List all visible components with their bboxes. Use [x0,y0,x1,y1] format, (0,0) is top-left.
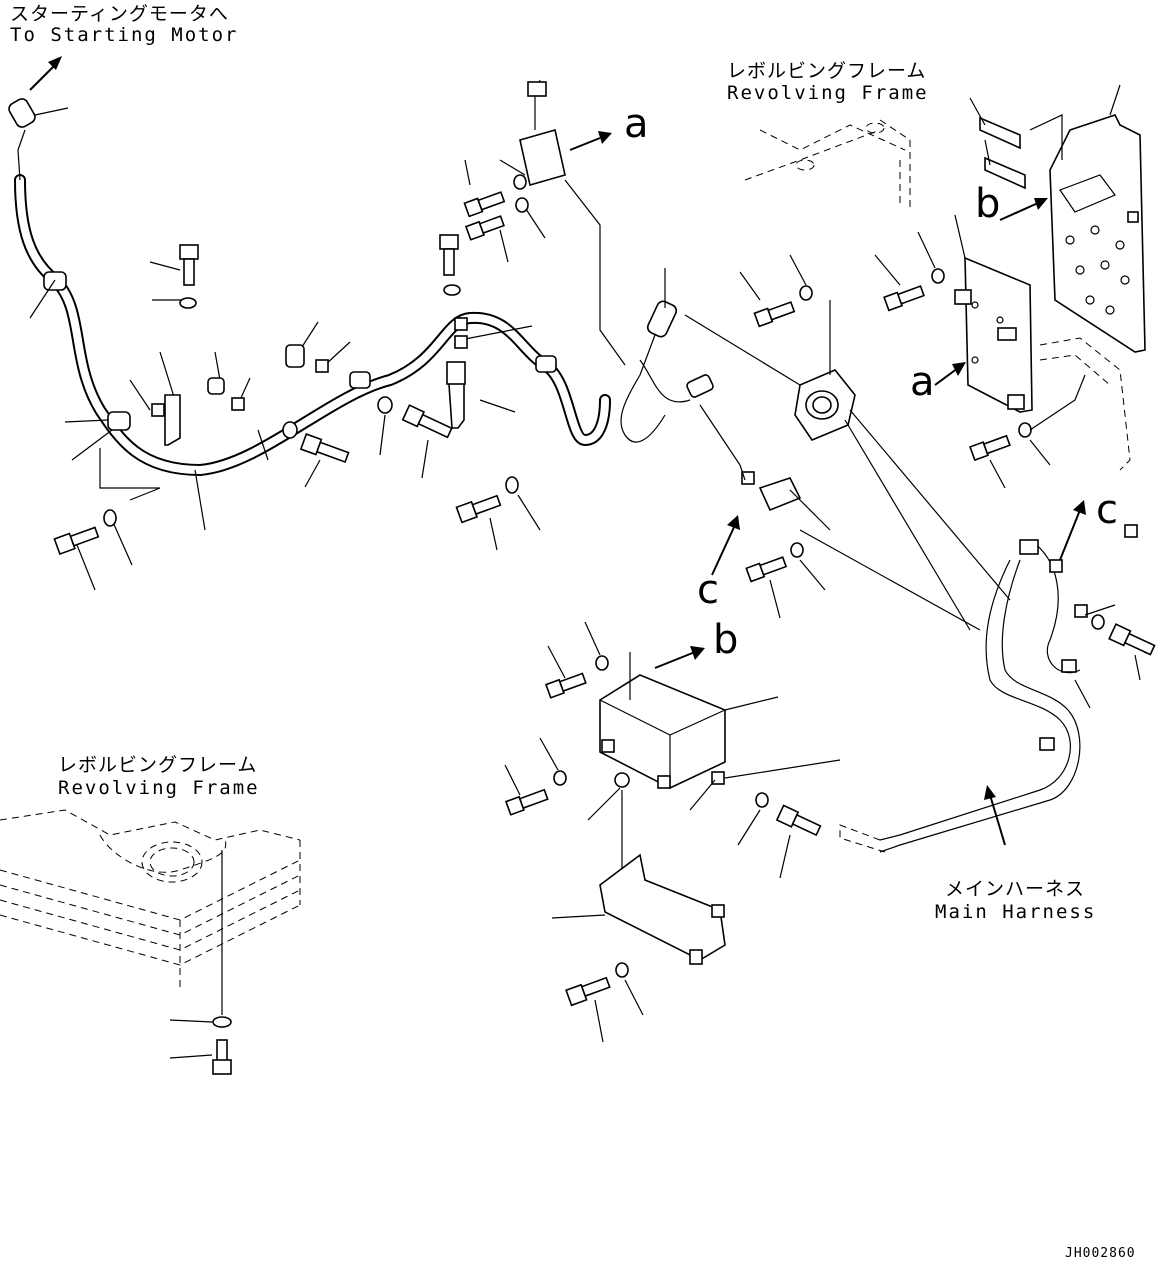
ref-a-panel-label: a [910,359,935,405]
revolving-frame-top [744,119,911,210]
washer [377,396,393,414]
to-starting-motor-en-label: To Starting Motor [10,24,239,46]
ref-c-relay-label: c [697,567,719,613]
bolt [439,234,459,276]
revolving-frame-top-en-label: Revolving Frame [727,82,929,104]
bolt [179,244,199,286]
bolt [775,804,822,837]
relay-small [699,404,981,631]
revolving-frame-left-jp-label: レボルビングフレーム [58,754,258,776]
bolt [969,434,1011,462]
bolts-left [53,234,519,556]
to-starting-motor-jp-label: スターティングモータへ [10,3,229,25]
bolt [753,301,796,328]
main-harness-en-label: Main Harness [935,901,1097,923]
revolving-frame-left-en-label: Revolving Frame [58,777,260,799]
bolt [463,191,506,218]
clip [151,359,329,417]
clamp [207,377,225,395]
bolt [504,788,549,816]
main-harness-jp-label: メインハーネス [945,878,1086,900]
mounting-plate-small [874,198,1048,413]
clip [454,317,468,349]
drawing-code-label: JH002860 [1065,1246,1136,1261]
washer [179,297,197,309]
bolt [212,1039,232,1075]
main-harness [839,500,1156,853]
bolt [464,215,505,241]
starting-motor-cable [8,98,611,477]
revolving-frame-top-jp-label: レボルビングフレーム [727,60,927,82]
arrow-to-starting-motor [29,56,62,91]
bolt [53,526,100,556]
bolt [455,494,502,524]
leader-lines-left [29,107,541,591]
cable-coupler [620,268,801,443]
box-bracket [551,853,726,1043]
bolt [565,976,611,1007]
ref-a-top-label: a [624,101,649,147]
relay-main [794,300,1011,631]
controller-box [504,621,841,880]
bolt [883,285,925,312]
bracket [446,361,466,429]
revolving-frame-bottom [0,809,301,1075]
bolt [745,556,788,583]
washer [103,509,117,527]
bracket [164,394,181,446]
ref-b-box-label: b [713,617,739,663]
bolt [544,672,587,699]
ref-b-panel-label: b [975,181,1001,227]
washer [505,476,519,494]
washer [212,1016,232,1028]
bolt [299,433,350,464]
bolts-center [739,254,826,619]
clamp [285,344,305,368]
bolt [1108,623,1156,656]
washer [443,284,461,296]
switch-assembly-top [463,79,626,366]
revolving-frame-right [969,337,1131,489]
bolt [401,404,453,439]
washer [282,421,298,439]
mounting-plate-large [969,84,1146,353]
ref-c-harness-label: c [1096,487,1118,533]
